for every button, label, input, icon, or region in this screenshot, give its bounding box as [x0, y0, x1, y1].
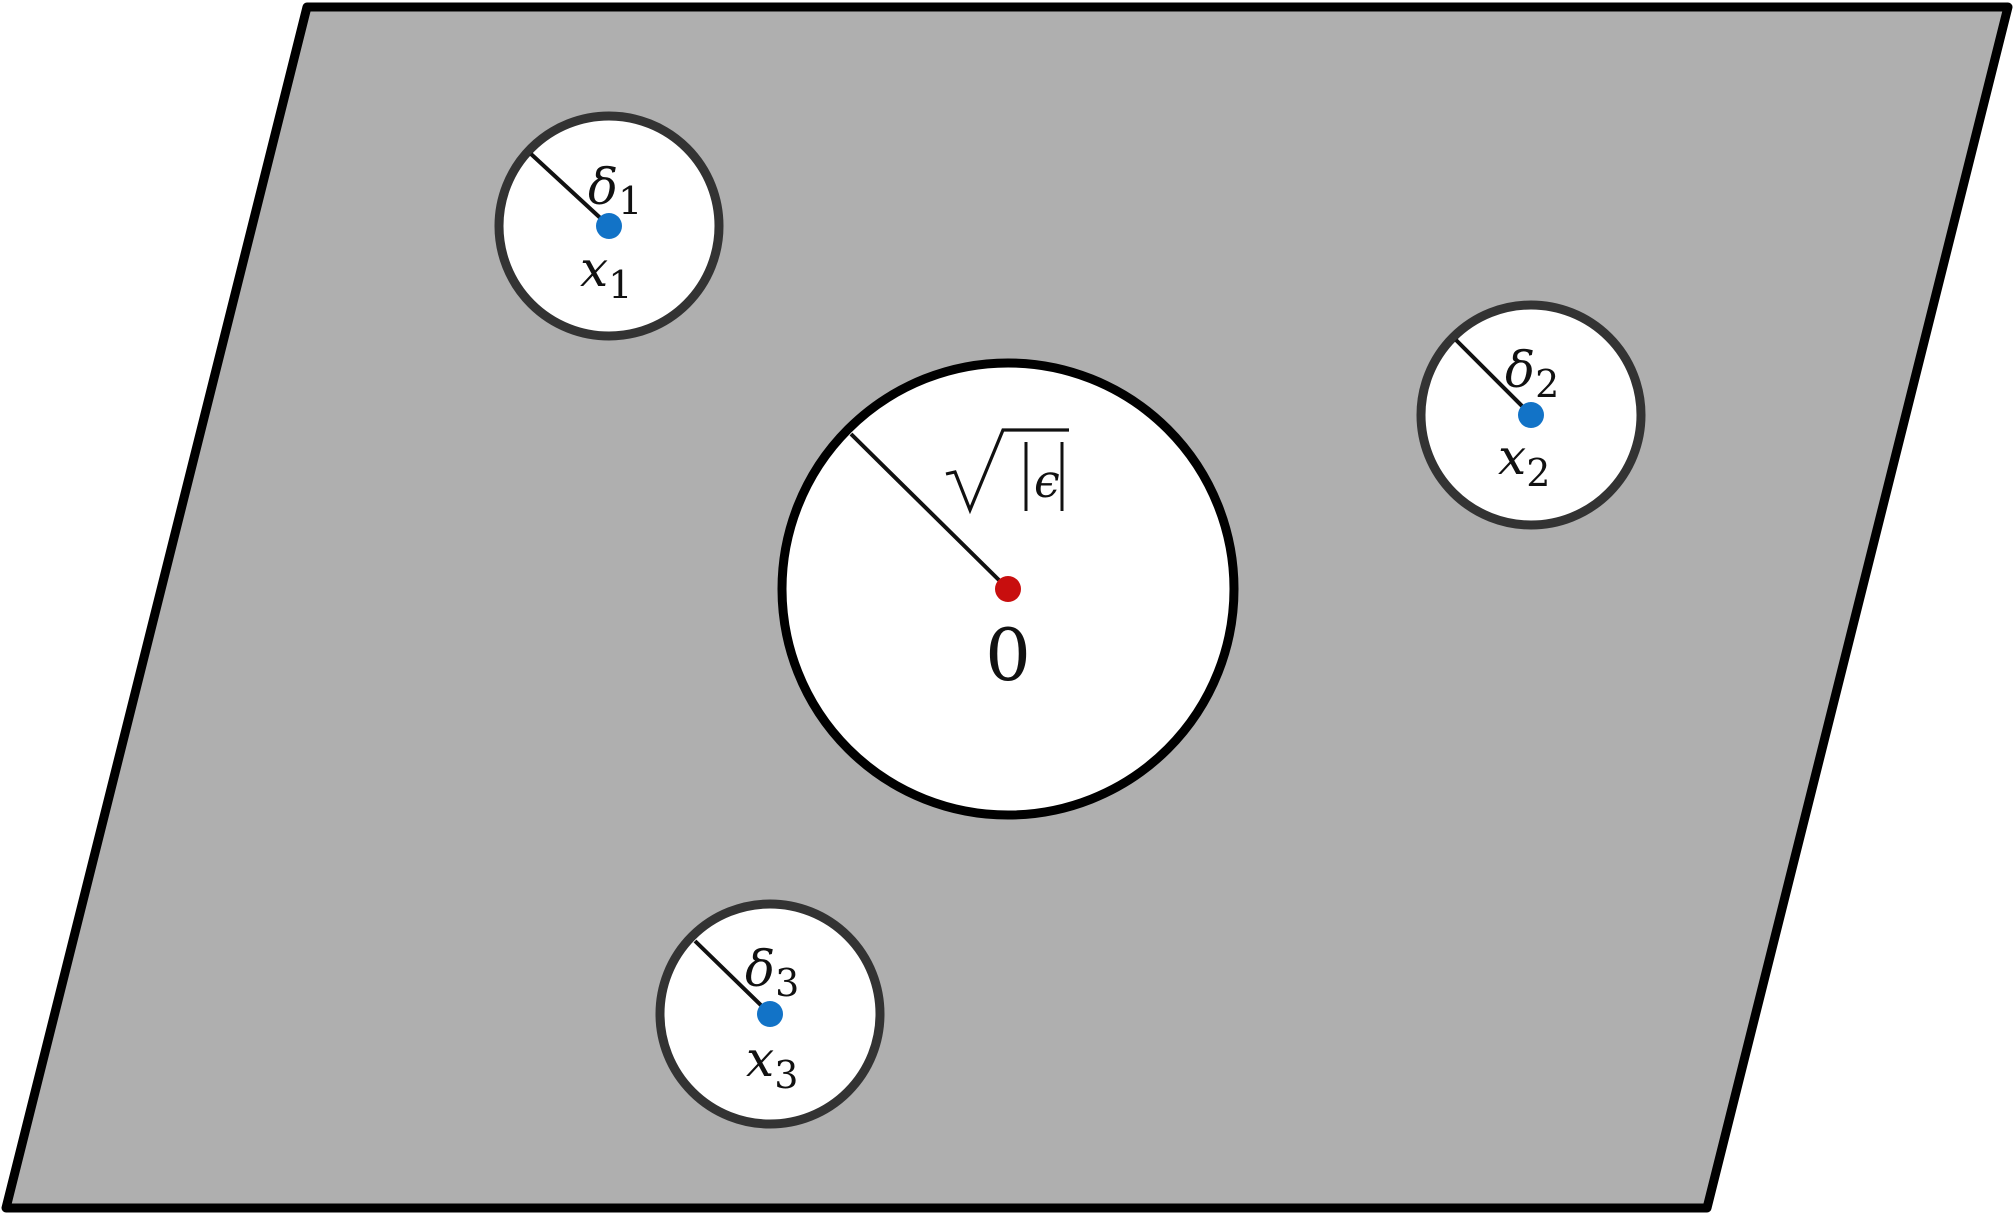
point-x3: [757, 1001, 783, 1027]
point-x1: [596, 213, 622, 239]
hole-center-radius: [849, 432, 1010, 591]
point-label-x2: x2: [1498, 428, 1550, 495]
hole-x2: δ2 x2: [1416, 300, 1646, 530]
sqrt-sign: [945, 428, 1069, 515]
point-label-origin: 0: [985, 613, 1031, 697]
hole-x3-radius: [693, 939, 772, 1016]
hole-center: ϵ 0: [777, 358, 1239, 820]
radius-label-delta2: δ2: [1505, 341, 1559, 406]
radius-label-sqrt-eps: ϵ: [945, 428, 1069, 515]
hole-x1: δ1 x1: [494, 111, 724, 341]
epsilon-symbol: ϵ: [1034, 454, 1060, 508]
radius-label-delta3: δ3: [745, 940, 799, 1005]
hole-x3: δ3 x3: [655, 899, 885, 1129]
point-label-x3: x3: [746, 1030, 798, 1097]
hole-x1-radius: [529, 152, 611, 228]
point-label-x1: x1: [580, 240, 632, 307]
radius-label-delta1: δ1: [588, 158, 642, 223]
point-origin: [995, 576, 1021, 602]
hole-x2-radius: [1454, 338, 1533, 417]
point-x2: [1518, 402, 1544, 428]
